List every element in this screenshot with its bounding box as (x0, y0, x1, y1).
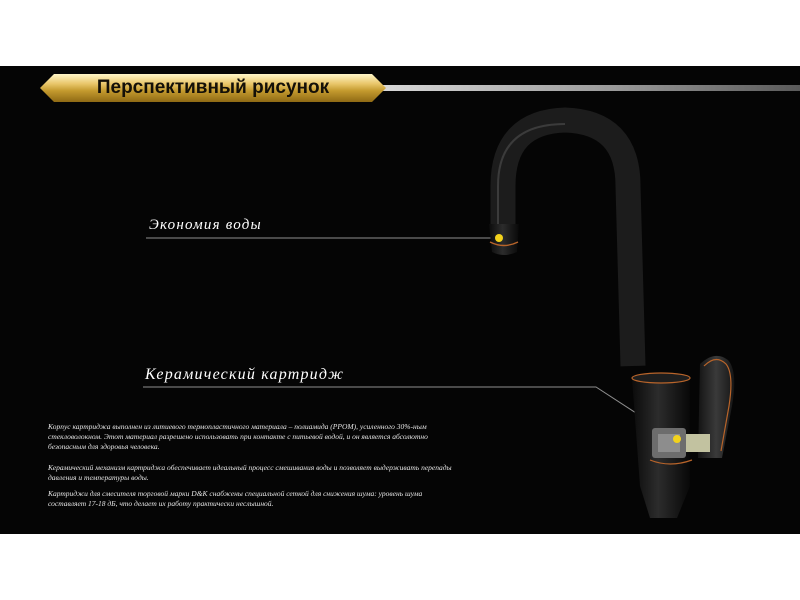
title-gold-badge (40, 74, 386, 102)
title-silver-line (380, 85, 800, 91)
body-copper-ring (631, 372, 691, 384)
spout-highlight (497, 123, 566, 226)
paragraph-ceramic-mechanism: Керамический механизм картриджа обеспечи… (48, 463, 452, 482)
slide-panel: Перспективный рисунок (0, 66, 800, 534)
title-bar: Перспективный рисунок (0, 74, 800, 102)
faucet-spout (490, 107, 646, 367)
cartridge-copper-seal (649, 459, 693, 465)
aerator-copper-ring (489, 241, 519, 247)
paragraph-cartridge-body: Корпус картриджа выполнен из литиевого т… (48, 422, 428, 451)
spout-aerator (489, 224, 519, 255)
cartridge-stem (686, 434, 710, 452)
cartridge-marker (673, 435, 681, 443)
faucet-illustration (143, 107, 735, 518)
page-title: Перспективный рисунок (96, 77, 330, 98)
handle-copper-trim (703, 358, 732, 452)
paragraph-noise-level: Картриджи для смесителя торговой марки D… (48, 489, 423, 508)
callout-ceramic-cartridge: Керамический картридж (145, 366, 345, 383)
water-saving-marker (495, 234, 503, 242)
callout-water-saving: Экономия воды (149, 217, 262, 233)
faucet-handle (698, 355, 735, 458)
